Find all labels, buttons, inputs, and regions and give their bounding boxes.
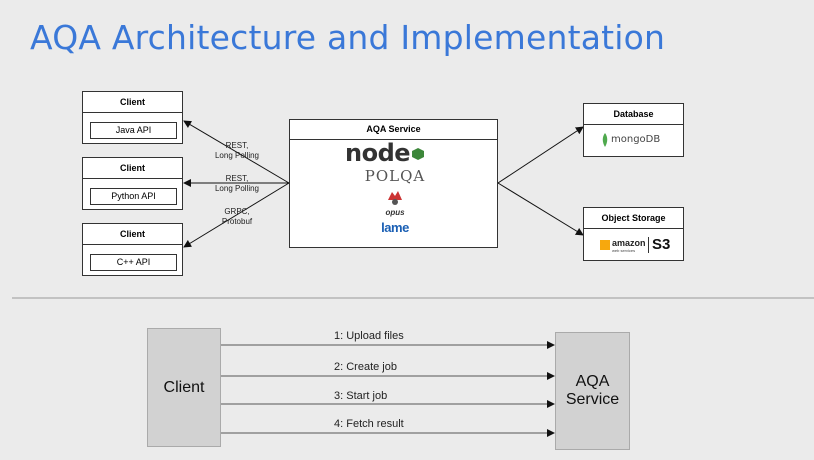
lame-logo: lame	[373, 220, 417, 235]
aws-s3-logo: amazon web services S3	[600, 236, 680, 257]
node-logo-text: node	[345, 139, 411, 167]
client-heading: Client	[83, 92, 182, 113]
arrow-service-storage	[489, 175, 584, 236]
arrow-java-service	[183, 120, 298, 191]
lame-logo-text: lame	[381, 220, 409, 235]
protocol-line: REST,	[225, 174, 249, 183]
node-logo: node	[345, 139, 445, 167]
protocol-line: GRPC,	[224, 207, 250, 216]
aqa-service-heading: AQA Service	[290, 120, 497, 140]
flow-step-fetch-result: 4: Fetch result	[334, 418, 404, 430]
client-box-python: Client Python API	[82, 157, 183, 210]
aws-divider	[648, 237, 649, 253]
arrow-cpp-service	[183, 175, 298, 248]
client-heading: Client	[83, 158, 182, 179]
flow-step-upload: 1: Upload files	[334, 330, 404, 342]
protocol-line: REST,	[225, 141, 249, 150]
opus-logo: opus	[385, 208, 405, 217]
client-box-cpp: Client C++ API	[82, 223, 183, 276]
flow-service-line: Service	[565, 391, 620, 408]
page-title: AQA Architecture and Implementation	[30, 18, 666, 57]
arrow-service-database	[489, 126, 584, 191]
mongodb-leaf-icon	[602, 133, 608, 147]
python-api-label: Python API	[90, 188, 177, 205]
object-storage-box: Object Storage amazon web services S3	[583, 207, 684, 261]
lame-mascot-icon	[386, 188, 404, 206]
flow-service-box: AQA Service	[555, 332, 630, 450]
flow-client-box: Client	[147, 328, 221, 447]
node-hexagon-icon	[412, 148, 425, 160]
protocol-line: Long Polling	[214, 151, 260, 160]
client-box-java: Client Java API	[82, 91, 183, 144]
aws-s3-text: S3	[652, 236, 671, 253]
protocol-label-python: REST, Long Polling	[202, 174, 272, 194]
mongodb-logo: mongoDB	[601, 133, 681, 149]
client-heading: Client	[83, 224, 182, 245]
protocol-label-java: REST, Long Polling	[202, 141, 272, 161]
database-heading: Database	[584, 104, 683, 125]
object-storage-heading: Object Storage	[584, 208, 683, 229]
aqa-service-box: AQA Service node POLQA opus lame	[289, 119, 498, 248]
protocol-line: Long Polling	[214, 184, 260, 193]
protocol-line: Protobuf	[221, 217, 253, 226]
flow-step-create-job: 2: Create job	[334, 361, 397, 373]
flow-step-start-job: 3: Start job	[334, 390, 388, 402]
flow-service-line: AQA	[575, 373, 610, 390]
aws-webservices-text: web services	[612, 248, 636, 253]
aws-cube-icon	[600, 240, 610, 250]
protocol-label-cpp: GRPC, Protobuf	[202, 207, 272, 227]
aws-amazon-text: amazon	[612, 238, 646, 248]
mongodb-logo-text: mongoDB	[611, 134, 661, 145]
database-box: Database mongoDB	[583, 103, 684, 157]
java-api-label: Java API	[90, 122, 177, 139]
cpp-api-label: C++ API	[90, 254, 177, 271]
polqa-logo: POLQA	[364, 167, 426, 185]
